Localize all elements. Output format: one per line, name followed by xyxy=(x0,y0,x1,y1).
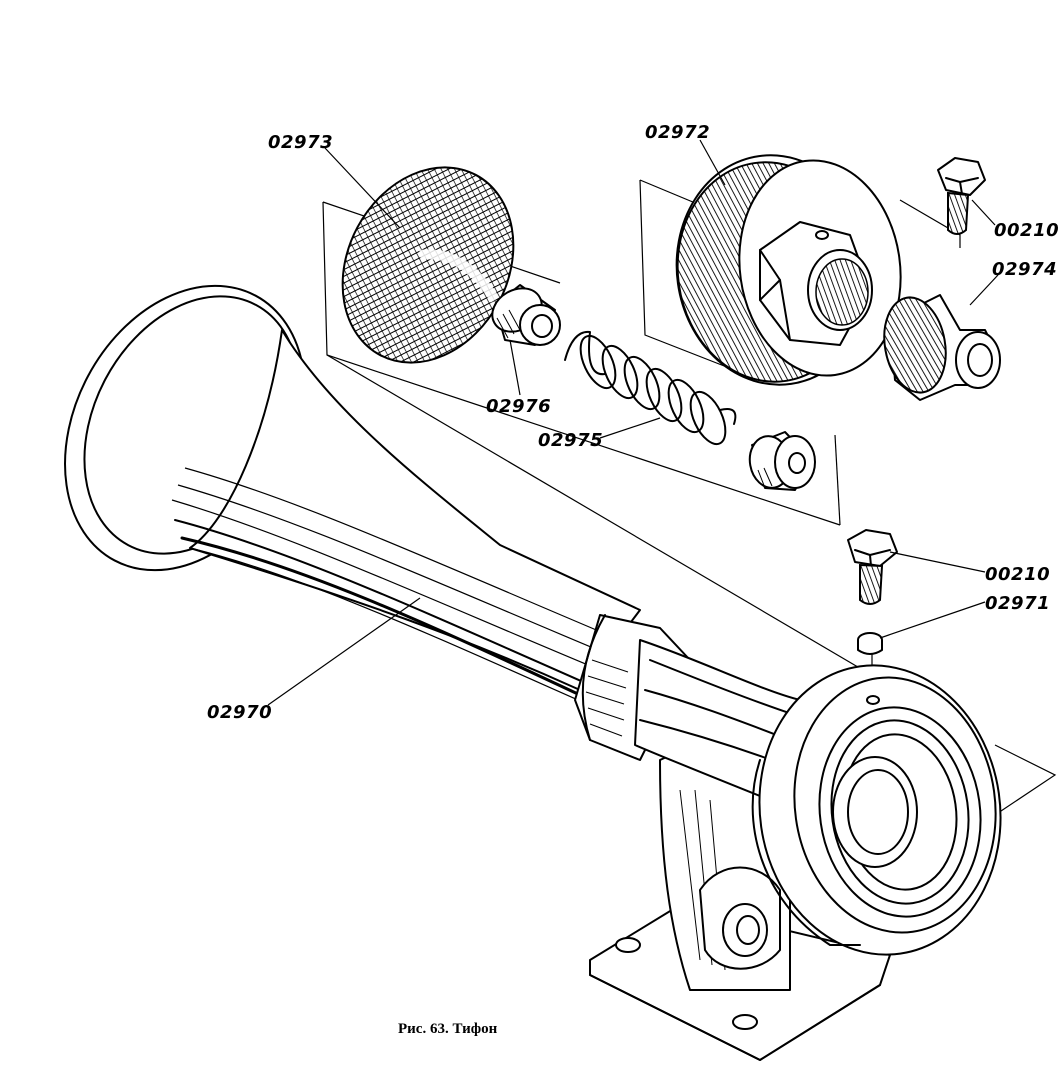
label-02975: 02975 xyxy=(538,430,603,451)
label-02971: 02971 xyxy=(985,593,1050,614)
membrane-02973 xyxy=(341,166,515,364)
figure-caption: Рис. 63. Тифон xyxy=(398,1021,498,1037)
label-00210-mid: 00210 xyxy=(985,564,1050,585)
part-labels: 02973 02972 00210 02974 02976 02975 0021… xyxy=(207,122,1059,723)
washer-02971 xyxy=(857,632,883,655)
horn-body-mount xyxy=(589,639,1002,1061)
leader-lines xyxy=(267,139,999,706)
cap-02972 xyxy=(675,154,902,386)
bushing-02976 xyxy=(491,284,561,346)
label-02970: 02970 xyxy=(207,702,272,723)
assembly-lines xyxy=(322,179,1057,816)
bolt-00210-top xyxy=(937,157,986,235)
spring-02975 xyxy=(564,330,737,446)
nipple-02974 xyxy=(883,294,1001,401)
label-02976: 02976 xyxy=(486,396,551,417)
label-02973: 02973 xyxy=(268,132,333,153)
label-00210-top: 00210 xyxy=(994,220,1059,241)
horn-02970 xyxy=(64,284,691,761)
bushing-lower xyxy=(748,431,816,491)
label-02974: 02974 xyxy=(992,259,1057,280)
label-02972: 02972 xyxy=(645,122,710,143)
bolt-00210-mid xyxy=(847,529,898,605)
